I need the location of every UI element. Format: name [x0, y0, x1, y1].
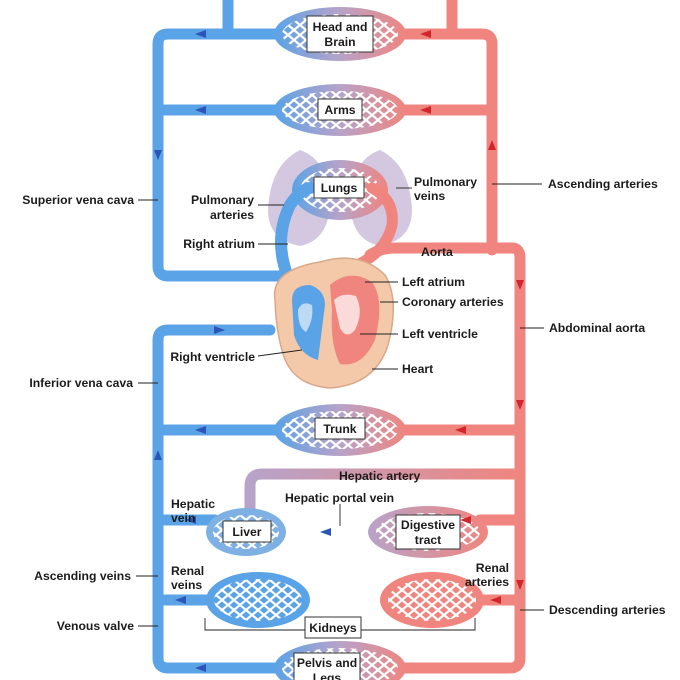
head-brain-line2: Brain: [324, 35, 355, 49]
svg-text:Renal: Renal: [171, 564, 204, 578]
digestive-line2: tract: [415, 533, 441, 547]
svg-text:Descending arteries: Descending arteries: [549, 603, 666, 617]
svg-text:Ascending arteries: Ascending arteries: [548, 177, 658, 191]
organ-box-trunk: Trunk: [314, 417, 366, 440]
label-left-atrium: Left atrium: [365, 275, 465, 289]
svg-text:veins: veins: [171, 578, 202, 592]
label-superior-vena-cava: Superior vena cava: [22, 193, 158, 207]
svg-text:Right atrium: Right atrium: [183, 237, 255, 251]
svg-text:Coronary arteries: Coronary arteries: [402, 295, 504, 309]
pulmonary-vein-vessel: [344, 182, 398, 274]
svg-text:Left atrium: Left atrium: [402, 275, 465, 289]
label-hepatic-vein: Hepatic vein: [171, 497, 215, 525]
label-pulmonary-arteries: Pulmonary arteries: [191, 193, 284, 222]
svg-text:Pulmonary: Pulmonary: [191, 193, 254, 207]
organ-box-arms: Arms: [317, 98, 363, 121]
flow-arrows: [154, 30, 524, 672]
heart-illustration: [273, 257, 395, 389]
label-left-ventricle: Left ventricle: [360, 327, 478, 341]
label-hepatic-artery: Hepatic artery: [339, 469, 421, 483]
svg-text:Left ventricle: Left ventricle: [402, 327, 478, 341]
pelvis-legs-line1: Pelvis and: [297, 656, 357, 670]
svg-text:Renal: Renal: [476, 561, 509, 575]
organ-box-head-brain: Head and Brain: [306, 15, 374, 53]
svg-text:Aorta: Aorta: [421, 245, 453, 259]
svg-text:Venous valve: Venous valve: [57, 619, 134, 633]
label-venous-valve: Venous valve: [57, 619, 158, 633]
head-brain-line1: Head and: [313, 20, 368, 34]
organ-box-liver: Liver: [222, 520, 272, 543]
organ-box-lungs: Lungs: [313, 176, 365, 199]
label-renal-veins: Renal veins: [171, 564, 204, 592]
svg-text:Hepatic: Hepatic: [171, 497, 215, 511]
svg-text:Ascending veins: Ascending veins: [34, 569, 131, 583]
label-abdominal-aorta: Abdominal aorta: [520, 321, 645, 335]
organ-box-pelvis-legs: Pelvis and Legs: [293, 652, 361, 680]
label-pulmonary-veins: Pulmonary veins: [396, 175, 477, 203]
svg-text:Superior vena cava: Superior vena cava: [22, 193, 134, 207]
label-right-atrium: Right atrium: [183, 237, 288, 251]
svg-text:Inferior vena cava: Inferior vena cava: [29, 376, 133, 390]
label-aorta: Aorta: [421, 245, 453, 259]
liver-label: Liver: [232, 525, 261, 539]
label-heart: Heart: [372, 362, 433, 376]
lungs-label: Lungs: [321, 181, 358, 195]
label-renal-arteries: Renal arteries: [465, 561, 509, 589]
trunk-label: Trunk: [323, 422, 356, 436]
label-ascending-arteries: Ascending arteries: [492, 177, 658, 191]
svg-text:arteries: arteries: [465, 575, 509, 589]
label-coronary-arteries: Coronary arteries: [380, 295, 504, 309]
digestive-line1: Digestive: [401, 518, 455, 532]
kidneys-label: Kidneys: [309, 621, 357, 635]
svg-text:Heart: Heart: [402, 362, 433, 376]
svg-text:Abdominal aorta: Abdominal aorta: [549, 321, 645, 335]
label-descending-arteries: Descending arteries: [520, 603, 666, 617]
label-hepatic-portal-vein: Hepatic portal vein: [285, 491, 394, 526]
svg-text:Pulmonary: Pulmonary: [414, 175, 477, 189]
label-ascending-veins: Ascending veins: [34, 569, 158, 583]
svg-text:arteries: arteries: [210, 208, 254, 222]
arms-label: Arms: [324, 103, 355, 117]
pelvis-legs-line2: Legs: [313, 671, 342, 680]
organ-box-kidneys: Kidneys: [204, 616, 476, 639]
svg-text:Hepatic portal vein: Hepatic portal vein: [285, 491, 394, 505]
svg-text:veins: veins: [414, 189, 445, 203]
label-inferior-vena-cava: Inferior vena cava: [29, 376, 158, 390]
label-right-ventricle: Right ventricle: [170, 349, 303, 364]
svg-text:Right ventricle: Right ventricle: [170, 350, 255, 364]
organ-box-digestive: Digestive tract: [395, 514, 461, 550]
svg-text:Hepatic artery: Hepatic artery: [339, 469, 421, 483]
svg-text:vein: vein: [171, 511, 195, 525]
